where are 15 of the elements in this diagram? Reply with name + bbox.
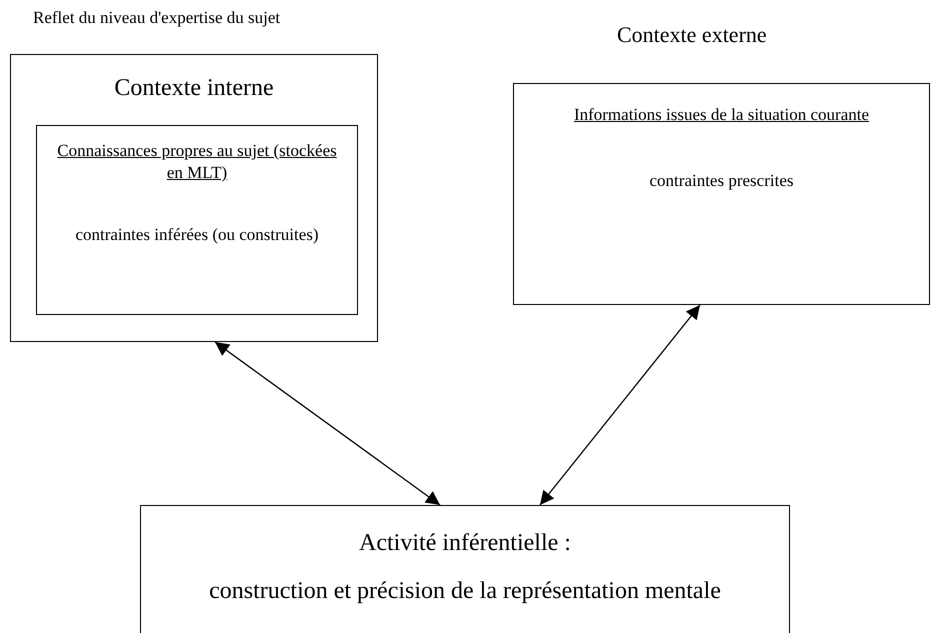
double-arrow	[214, 341, 440, 506]
context-box	[10, 54, 378, 342]
box-heading: Contexte interne	[113, 74, 275, 103]
box-text: construction et précision de la représentation mentale	[208, 577, 722, 606]
inner-box	[36, 125, 358, 315]
caption-text: Reflet du niveau d'expertise du sujet	[33, 8, 280, 28]
context-box	[140, 505, 790, 633]
box-text: contraintes prescrites	[648, 170, 794, 192]
box-text: contraintes inférées (ou construites)	[74, 224, 320, 246]
context-box	[513, 83, 930, 305]
box-heading: Connaissances propres au sujet (stockées en MLT)	[56, 140, 338, 184]
box-heading: Activité inférentielle :	[358, 529, 572, 558]
caption-text: Contexte externe	[617, 22, 767, 48]
double-arrow	[540, 304, 700, 506]
box-heading: Informations issues de la situation courante	[572, 104, 870, 126]
